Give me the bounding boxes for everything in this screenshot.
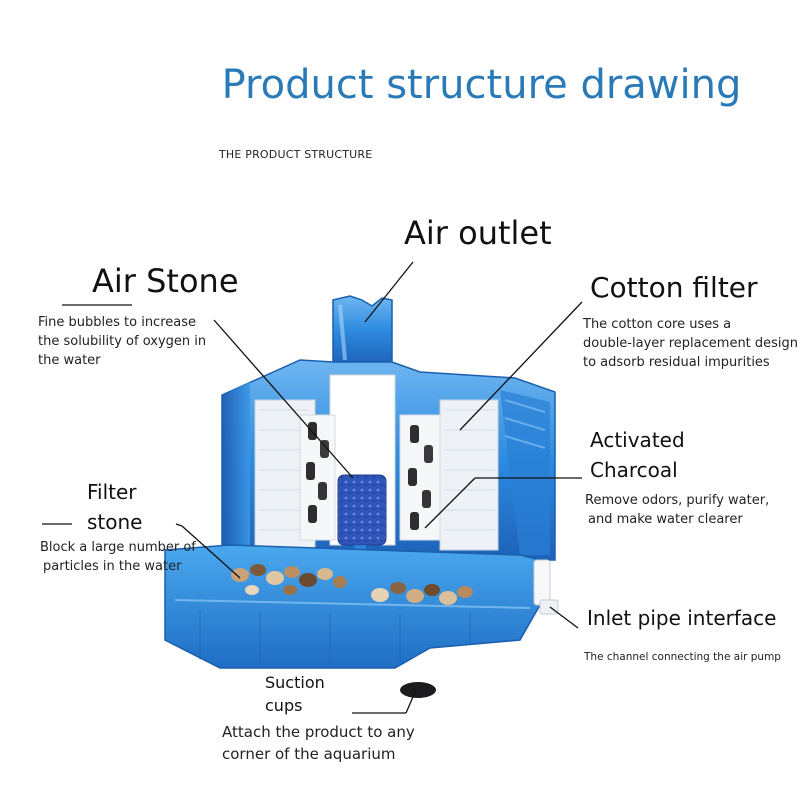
activated-charcoal-label: Activated Charcoal xyxy=(590,428,685,482)
filter-stone-description: Block a large number of particles in the… xyxy=(40,540,196,574)
air-stone-label: Air Stone xyxy=(92,262,239,300)
leader-lines xyxy=(42,261,583,714)
cotton-filter-label: Cotton filter xyxy=(590,271,758,304)
charcoal-right xyxy=(399,414,441,541)
filter-stone-label: Filter stone xyxy=(87,480,143,534)
inlet-pipe-description: The channel connecting the air pump xyxy=(584,651,781,663)
charcoal-left xyxy=(299,414,336,541)
inlet-pipe xyxy=(533,559,559,615)
cotton-filter-right xyxy=(439,399,499,551)
suction-cup xyxy=(400,682,436,698)
activated-charcoal-description: Remove odors, purify water, and make wat… xyxy=(585,493,770,527)
suction-cups-description: Attach the product to any corner of the … xyxy=(222,723,415,763)
inlet-pipe-label: Inlet pipe interface xyxy=(587,606,777,630)
air-outlet-label: Air outlet xyxy=(404,214,552,252)
air-stone-description: Fine bubbles to increase the solubility … xyxy=(38,315,207,368)
air-outlet-nozzle xyxy=(332,295,393,366)
page-subtitle: THE PRODUCT STRUCTURE xyxy=(219,148,373,161)
cotton-filter-description: The cotton core uses a double-layer repl… xyxy=(583,317,799,370)
page-title: Product structure drawing xyxy=(221,62,742,108)
filter-stone-gravel xyxy=(231,564,473,605)
gravel-tray xyxy=(164,544,541,669)
suction-cups-label: Suction cups xyxy=(265,673,325,715)
